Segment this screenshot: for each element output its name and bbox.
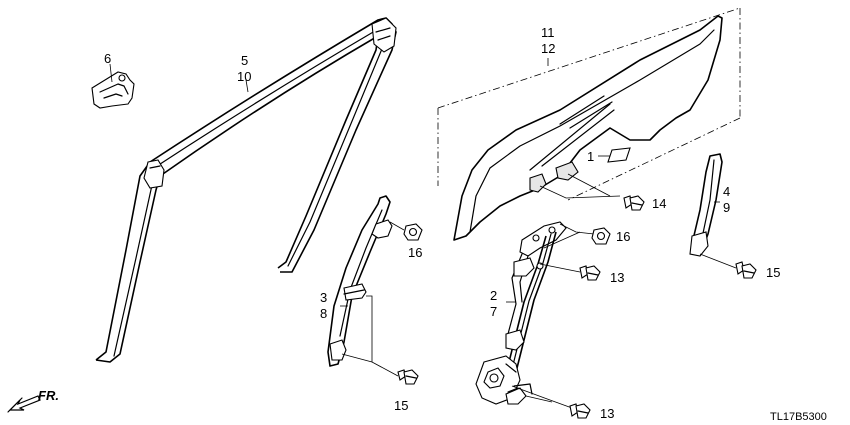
callout-2: 2 xyxy=(490,288,497,303)
callout-5: 5 xyxy=(241,53,248,68)
callout-1: 1 xyxy=(587,149,594,164)
callout-13-upper: 13 xyxy=(610,270,624,285)
bolt-13-upper xyxy=(579,265,601,281)
callout-11: 11 xyxy=(541,25,555,40)
bolt-15-center xyxy=(397,369,419,385)
bolt-14 xyxy=(539,173,645,211)
part-3-8-rear-channel xyxy=(327,195,399,377)
callout-12: 12 xyxy=(541,41,555,56)
callout-8: 8 xyxy=(320,306,327,321)
bolt-13-lower xyxy=(569,403,591,419)
bolt-16-left xyxy=(389,221,423,241)
callout-16-right: 16 xyxy=(616,229,630,244)
callout-15-center: 15 xyxy=(394,398,408,413)
bolt-15-right xyxy=(735,261,757,279)
part-11-12-door-glass xyxy=(437,7,741,241)
direction-label: FR. xyxy=(38,388,59,403)
callout-13-lower: 13 xyxy=(600,406,614,421)
part-2-7-window-regulator xyxy=(475,221,595,409)
callout-6: 6 xyxy=(104,51,111,66)
callout-4: 4 xyxy=(723,184,730,199)
part-6-bracket xyxy=(91,63,135,109)
part-5-10-run-channel xyxy=(95,17,397,363)
callout-7: 7 xyxy=(490,304,497,319)
callout-15-right: 15 xyxy=(766,265,780,280)
front-direction-arrow: FR. xyxy=(7,388,59,413)
callout-9: 9 xyxy=(723,200,730,215)
callout-10: 10 xyxy=(237,69,251,84)
part-4-9-small-channel xyxy=(689,153,737,269)
callout-14: 14 xyxy=(652,196,666,211)
diagram-code: TL17B5300 xyxy=(770,411,827,423)
callout-16-left: 16 xyxy=(408,245,422,260)
bolt-16-right xyxy=(591,227,611,245)
callout-3: 3 xyxy=(320,290,327,305)
